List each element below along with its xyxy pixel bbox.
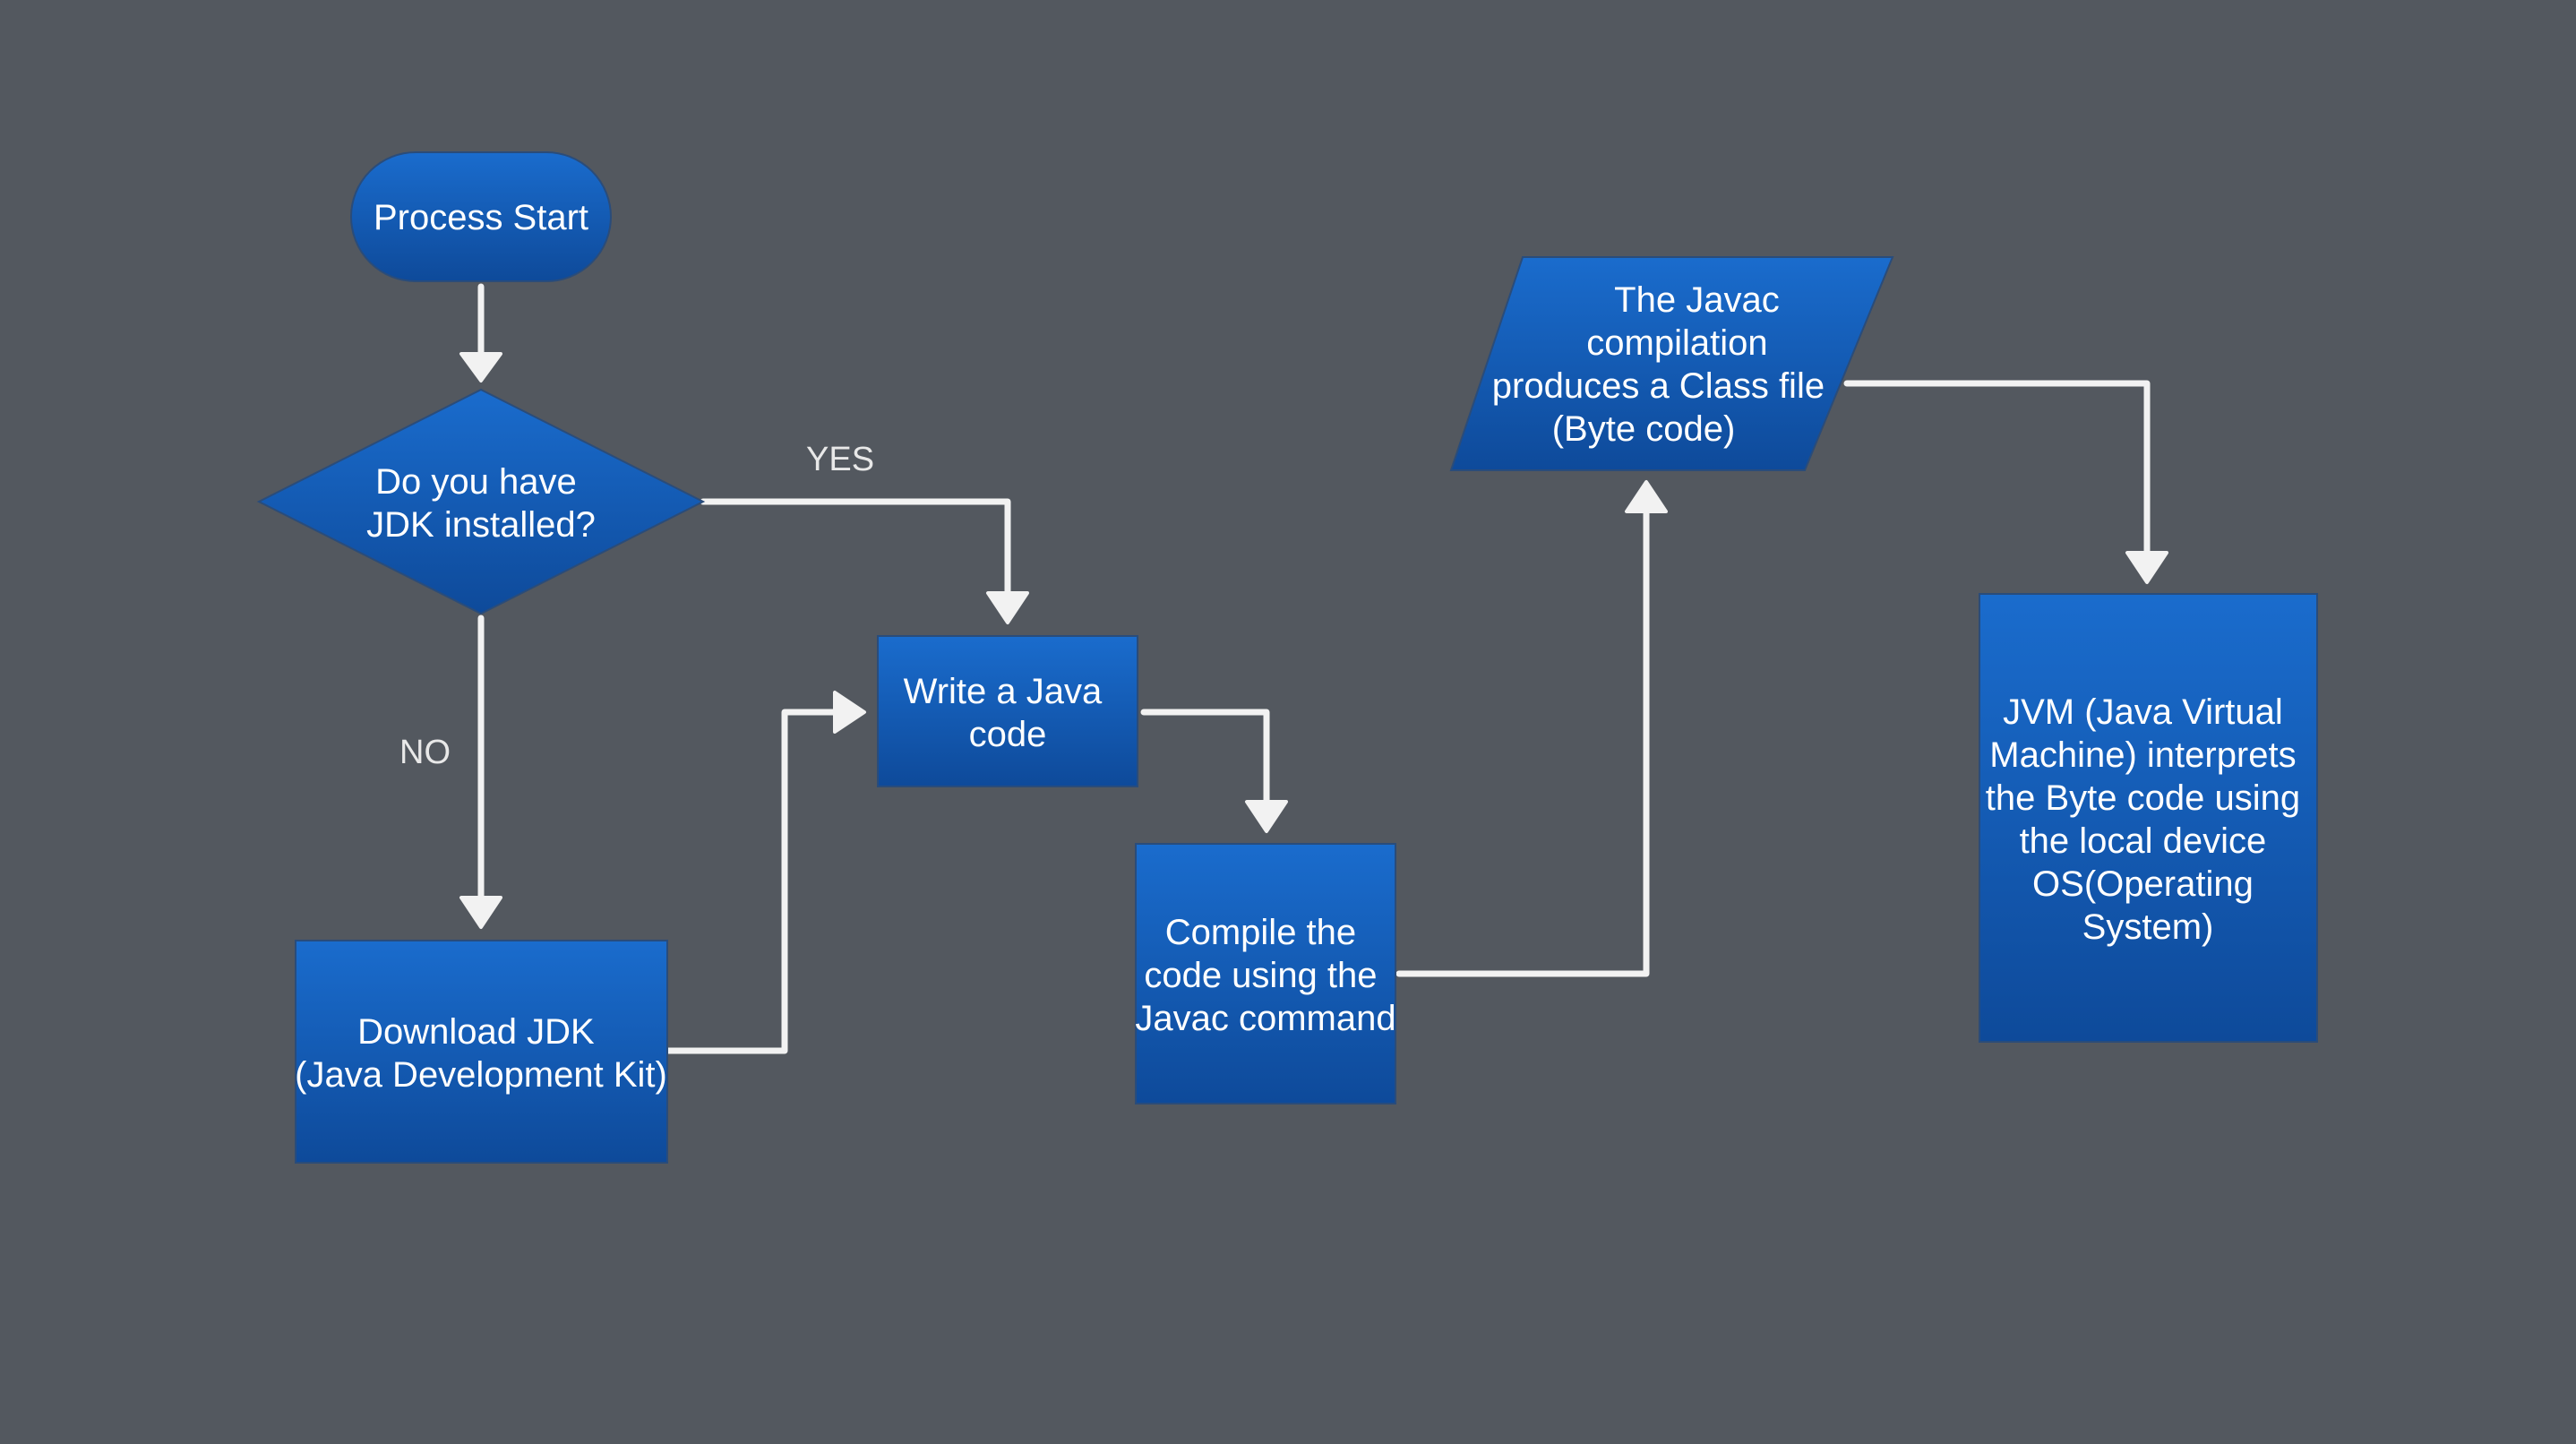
edge-label-no: NO xyxy=(399,734,451,771)
node-compile-code: Compile the code using the Javac command xyxy=(1135,843,1396,1104)
connector-download-to-write xyxy=(664,709,841,1054)
node-decision-jdk: Do you have JDK installed? xyxy=(256,388,706,615)
edge-label-yes: YES xyxy=(806,441,874,478)
arrowhead-down-icon xyxy=(2125,551,2168,584)
arrowhead-down-icon xyxy=(1245,800,1288,833)
decision-shape xyxy=(256,388,706,615)
node-jvm-interprets: JVM (Java Virtual Machine) interprets th… xyxy=(1979,593,2318,1043)
arrowhead-up-icon xyxy=(1625,480,1668,513)
node-decision-label: Do you have JDK installed? xyxy=(366,462,596,545)
data-shape xyxy=(1449,256,1894,471)
arrowhead-down-icon xyxy=(459,896,502,929)
process-shape xyxy=(295,940,668,1164)
node-bytecode-label: The Javac compilation produces a Class f… xyxy=(1492,280,1834,449)
connector-decision-to-write xyxy=(700,498,1011,599)
node-write-java-code: Write a Java code xyxy=(877,635,1138,787)
node-download-jdk: Download JDK (Java Development Kit) xyxy=(295,940,668,1164)
connector-bytecode-to-jvm xyxy=(1843,380,2151,559)
node-process-start: Process Start xyxy=(350,151,612,282)
node-download-label: Download JDK (Java Development Kit) xyxy=(295,1012,667,1095)
arrowhead-down-icon xyxy=(986,591,1029,624)
node-compile-label: Compile the code using the Javac command xyxy=(1135,913,1395,1038)
connector-write-to-compile xyxy=(1140,709,1270,808)
node-bytecode-output: The Javac compilation produces a Class f… xyxy=(1449,256,1894,471)
connectors xyxy=(459,283,2168,1054)
process-shape xyxy=(1979,593,2318,1043)
process-shape xyxy=(1135,843,1396,1104)
process-shape xyxy=(877,635,1138,787)
node-start-label: Process Start xyxy=(374,198,588,237)
node-write-label: Write a Java code xyxy=(904,672,1112,754)
terminator-shape xyxy=(350,151,612,282)
arrowhead-down-icon xyxy=(459,352,502,382)
connector-compile-to-bytecode xyxy=(1395,505,1650,977)
node-jvm-label: JVM (Java Virtual Machine) interprets th… xyxy=(1986,692,2310,947)
arrowhead-right-icon xyxy=(833,691,866,734)
